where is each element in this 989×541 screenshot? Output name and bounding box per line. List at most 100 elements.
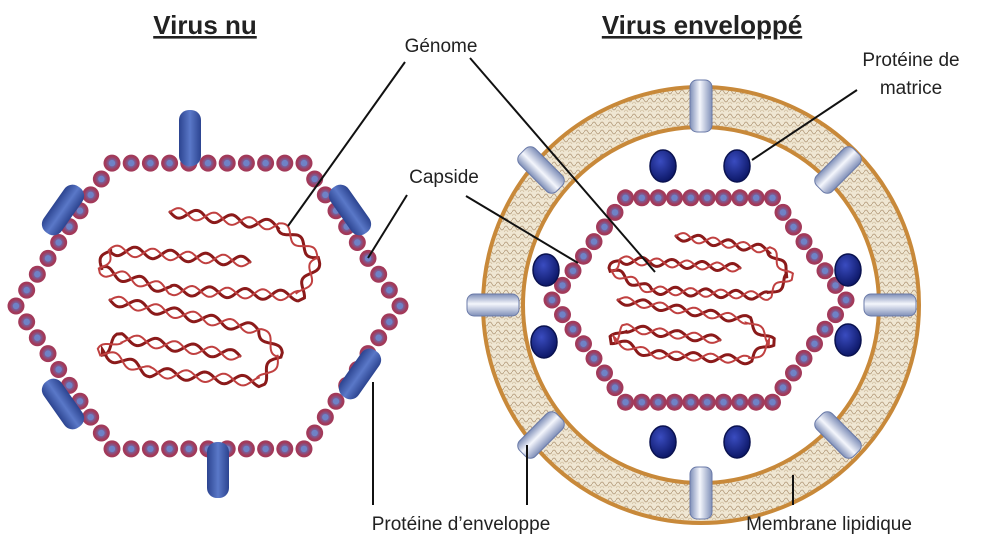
capsomer: [575, 335, 592, 352]
capsomer: [29, 266, 46, 283]
capsomer: [360, 250, 377, 267]
capsomer: [748, 189, 765, 206]
capsomer: [82, 186, 99, 203]
capsomer: [82, 409, 99, 426]
label-genome: Génome: [405, 36, 478, 57]
capsomer: [50, 234, 67, 251]
capsomer: [650, 189, 667, 206]
capsomer: [8, 298, 25, 315]
capsomer: [180, 440, 197, 457]
capsomer: [238, 440, 255, 457]
capsomer: [699, 189, 716, 206]
capsomer: [699, 394, 716, 411]
matrix-protein: [724, 150, 750, 182]
capsomer: [50, 361, 67, 378]
matrix-protein: [533, 254, 559, 286]
capsomer: [93, 170, 110, 187]
capsomer: [554, 306, 571, 323]
capsomer: [219, 155, 236, 172]
capsomer: [715, 189, 732, 206]
capsomer: [161, 155, 178, 172]
capsomer: [617, 189, 634, 206]
naked-genome: [98, 208, 320, 387]
capsomer: [796, 350, 813, 367]
capsomer: [381, 282, 398, 299]
capsomer: [785, 219, 802, 236]
capsomer: [40, 250, 57, 267]
capsomer: [381, 313, 398, 330]
capsomer: [748, 394, 765, 411]
capsomer: [565, 321, 582, 338]
label-lipid-membrane: Membrane lipidique: [746, 514, 912, 535]
capsomer: [682, 189, 699, 206]
capsomer: [827, 306, 844, 323]
capsomer: [617, 394, 634, 411]
envelope-protein-spike: [179, 110, 201, 166]
envelope-protein-spike: [467, 294, 519, 316]
capsomer: [607, 379, 624, 396]
capsomer: [123, 155, 140, 172]
capsomer: [29, 329, 46, 346]
capsomer: [349, 234, 366, 251]
capsomer: [200, 155, 217, 172]
leader-capsid-naked: [368, 195, 407, 258]
capsomer: [806, 248, 823, 265]
capsomer: [838, 292, 855, 309]
capsomer: [586, 350, 603, 367]
capsomer: [775, 379, 792, 396]
label-capsid: Capside: [409, 167, 479, 188]
matrix-protein: [650, 426, 676, 458]
capsomer: [565, 262, 582, 279]
genome-strand: [98, 297, 278, 386]
capsomer: [806, 335, 823, 352]
capsomer: [682, 394, 699, 411]
capsomer: [93, 425, 110, 442]
capsomer: [715, 394, 732, 411]
capsomer: [257, 440, 274, 457]
capsomer: [142, 440, 159, 457]
capsomer: [104, 155, 121, 172]
capsomer: [123, 440, 140, 457]
capsomer: [731, 189, 748, 206]
capsomer: [796, 233, 813, 250]
capsomer: [775, 204, 792, 221]
capsomer: [104, 440, 121, 457]
capsomer: [650, 394, 667, 411]
capsomer: [317, 409, 334, 426]
label-matrix-protein-line2: matrice: [880, 78, 942, 99]
capsomer: [785, 364, 802, 381]
title-naked-virus: Virus nu: [153, 10, 257, 40]
matrix-protein: [835, 254, 861, 286]
capsomer: [731, 394, 748, 411]
capsomer: [142, 155, 159, 172]
capsomer: [296, 155, 313, 172]
matrix-protein: [724, 426, 750, 458]
capsomer: [633, 189, 650, 206]
capsomer: [817, 262, 834, 279]
capsomer: [666, 394, 683, 411]
capsomer: [296, 440, 313, 457]
envelope-protein-spike: [690, 467, 712, 519]
capsomer: [18, 282, 35, 299]
capsomer: [276, 440, 293, 457]
capsomer: [596, 364, 613, 381]
capsomer: [161, 440, 178, 457]
capsomer: [586, 233, 603, 250]
capsomer: [764, 189, 781, 206]
capsomer: [764, 394, 781, 411]
matrix-protein: [531, 326, 557, 358]
capsomer: [633, 394, 650, 411]
label-envelope-protein: Protéine d’enveloppe: [372, 514, 551, 535]
matrix-protein: [835, 324, 861, 356]
capsomer: [544, 292, 561, 309]
capsomer: [392, 298, 409, 315]
envelope-protein-spike: [864, 294, 916, 316]
capsomer: [370, 266, 387, 283]
capsomer: [276, 155, 293, 172]
matrix-protein: [650, 150, 676, 182]
capsomer: [666, 189, 683, 206]
capsomer: [18, 313, 35, 330]
capsomer: [238, 155, 255, 172]
title-enveloped-virus: Virus enveloppé: [602, 10, 802, 40]
